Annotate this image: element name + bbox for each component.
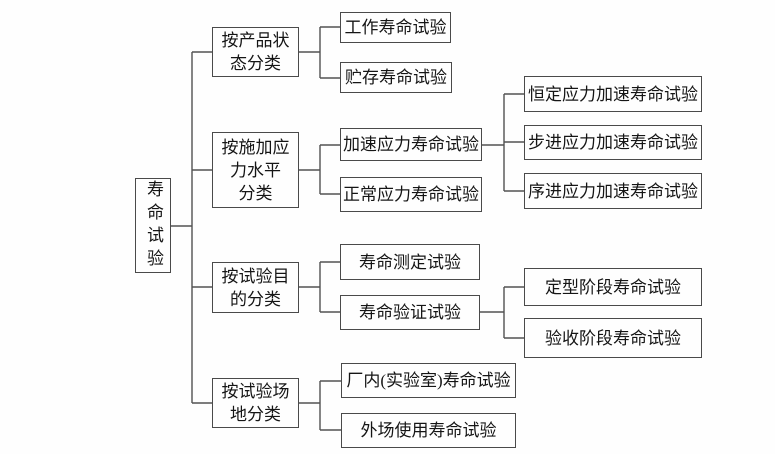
node-accelerated-stress-life-test: 加速应力寿命试验 bbox=[340, 128, 482, 161]
node-life-verification-test: 寿命验证试验 bbox=[340, 295, 480, 330]
node-acceptance-stage-life-test: 验收阶段寿命试验 bbox=[524, 318, 702, 358]
node-life-determination-test: 寿命测定试验 bbox=[340, 244, 480, 280]
node-step-stress-accelerated-test: 步进应力加速寿命试验 bbox=[524, 125, 702, 160]
node-finalization-stage-life-test: 定型阶段寿命试验 bbox=[524, 268, 702, 306]
node-normal-stress-life-test: 正常应力寿命试验 bbox=[340, 177, 482, 212]
node-storage-life-test: 贮存寿命试验 bbox=[340, 62, 452, 93]
node-factory-lab-life-test: 厂内(实验室)寿命试验 bbox=[341, 363, 516, 398]
node-category-test-purpose: 按试验目 的分类 bbox=[212, 262, 299, 313]
node-field-use-life-test: 外场使用寿命试验 bbox=[341, 413, 516, 448]
node-constant-stress-accelerated-test: 恒定应力加速寿命试验 bbox=[524, 76, 702, 112]
node-category-product-state: 按产品状 态分类 bbox=[212, 27, 299, 77]
node-progressive-stress-accelerated-test: 序进应力加速寿命试验 bbox=[524, 173, 702, 209]
node-category-test-site: 按试验场 地分类 bbox=[212, 378, 299, 428]
node-category-stress-level: 按施加应 力水平 分类 bbox=[212, 132, 299, 208]
node-working-life-test: 工作寿命试验 bbox=[340, 12, 451, 43]
node-root-life-test: 寿命试验 bbox=[135, 178, 171, 273]
